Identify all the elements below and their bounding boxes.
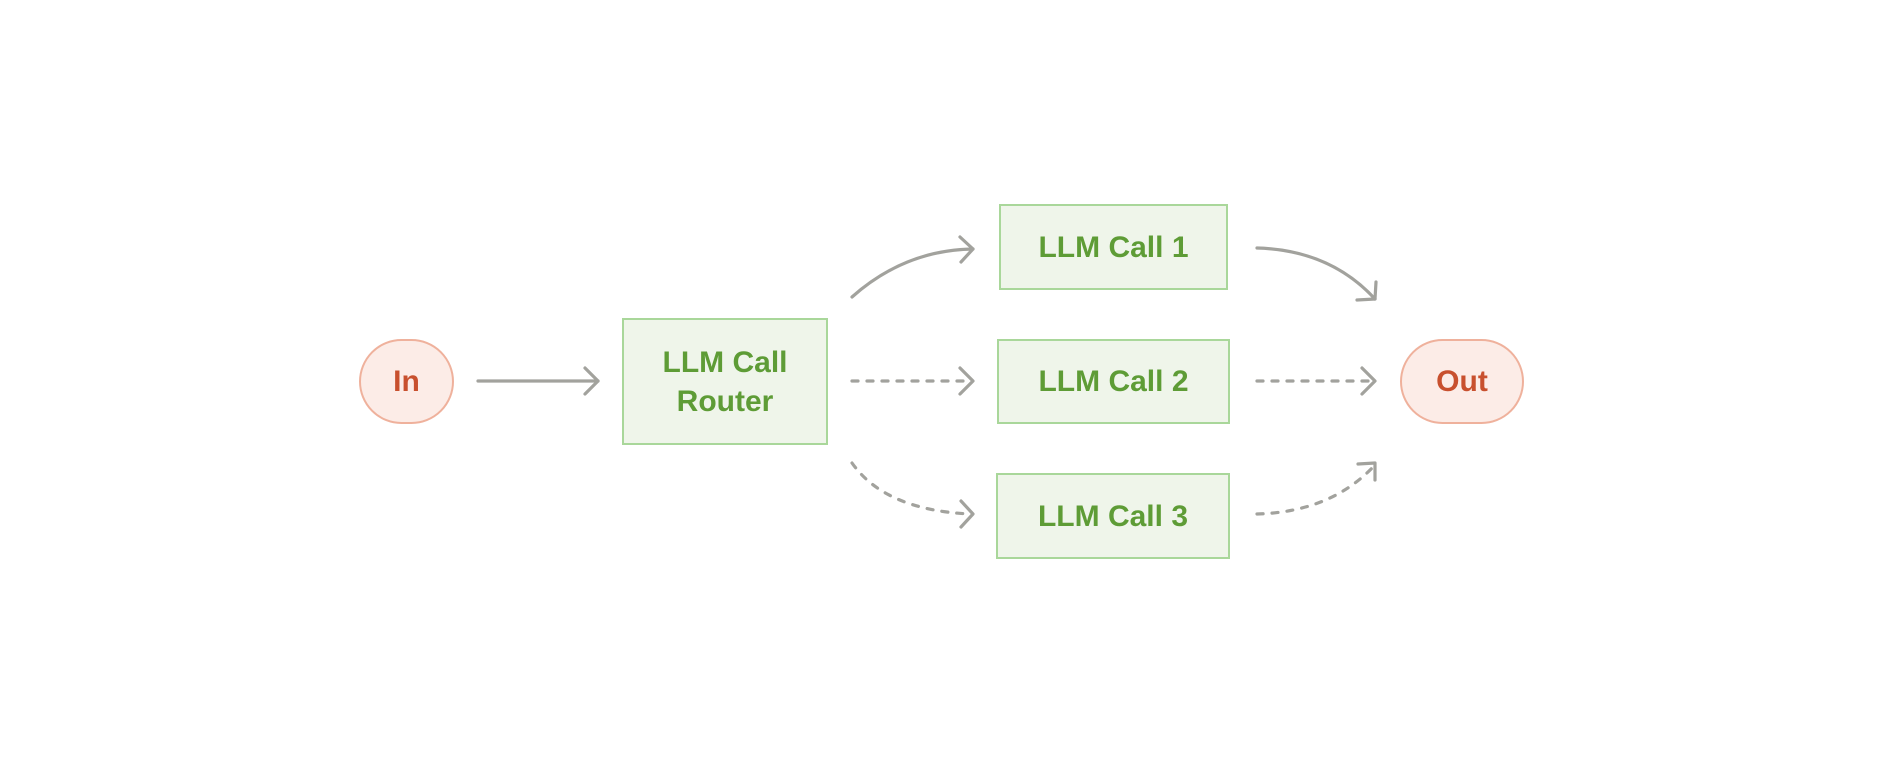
llm-call-2-node: LLM Call 2: [997, 339, 1230, 424]
llm-call-2-label: LLM Call 2: [1038, 365, 1189, 398]
output-node: Out: [1400, 339, 1524, 424]
llm-call-router-node: LLM Call Router: [622, 318, 828, 445]
input-node-label: In: [393, 365, 420, 398]
llm-call-3-label: LLM Call 3: [1037, 499, 1188, 533]
edge-router-to-call-1: [850, 235, 975, 299]
output-node-label: Out: [1436, 365, 1488, 398]
edge-router-to-call-2: [850, 366, 975, 396]
edge-call-1-to-out: [1255, 246, 1378, 302]
llm-call-1-node: LLM Call 1: [999, 204, 1228, 290]
router-node-label-line-2: Router: [676, 384, 774, 418]
edge-router-to-call-3: [850, 461, 975, 529]
edge-call-3-to-out: [1255, 461, 1377, 516]
router-node-label-line-1: LLM Call: [662, 345, 788, 379]
llm-call-3-node: LLM Call 3: [996, 473, 1230, 559]
llm-call-1-label: LLM Call 1: [1038, 230, 1189, 264]
edge-call-2-to-out: [1255, 366, 1377, 396]
input-node: In: [359, 339, 454, 424]
edge-in-to-router: [476, 366, 600, 396]
